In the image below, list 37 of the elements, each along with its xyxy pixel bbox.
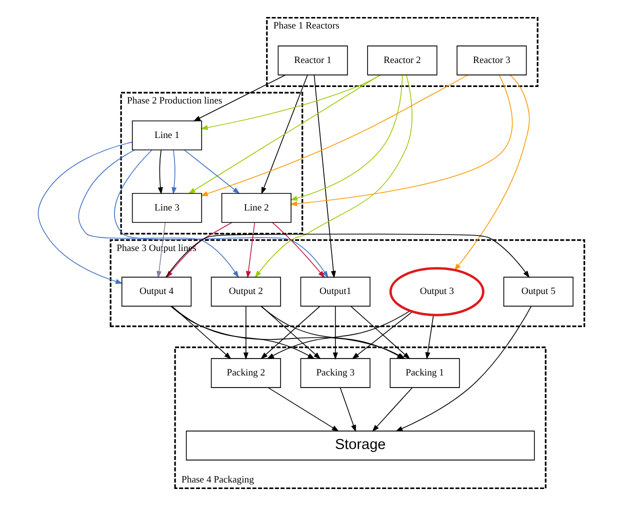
node-box: Reactor 1 [277,46,348,76]
node-box: Reactor 3 [456,46,526,76]
arrow [267,387,339,432]
arrow [200,74,468,196]
node-box: Reactor 2 [366,46,437,76]
node-box: Packing 2 [210,358,280,388]
arrow [424,314,434,360]
arrow [171,150,176,195]
arrow [184,150,240,194]
arrow [200,74,380,130]
arrow [245,222,255,278]
arrow [271,222,324,278]
arrow [37,142,132,284]
node-box: Output 4 [120,276,192,307]
arrow [157,150,162,195]
node-box: Output 5 [502,276,573,307]
arrow [332,306,338,360]
node-ellipse: Output 3 [388,267,484,316]
node-box: Output1 [300,276,370,307]
arrow [290,74,402,201]
arrow [192,74,286,122]
node-box: Packing 1 [389,358,460,388]
arrow [339,387,356,432]
arrow [242,306,248,360]
arrow [313,74,336,278]
node-box: Line 2 [220,192,291,223]
arrow [254,74,412,278]
node-box: Line 1 [131,120,202,150]
node-box: Output 2 [210,276,280,307]
node-box: Storage [185,430,534,460]
node-box: Line 3 [131,192,202,223]
arrow [454,74,530,271]
arrow [260,74,308,194]
arrow [289,74,512,206]
arrow [156,222,166,278]
node-box: Packing 3 [300,358,370,388]
arrow [188,74,380,194]
